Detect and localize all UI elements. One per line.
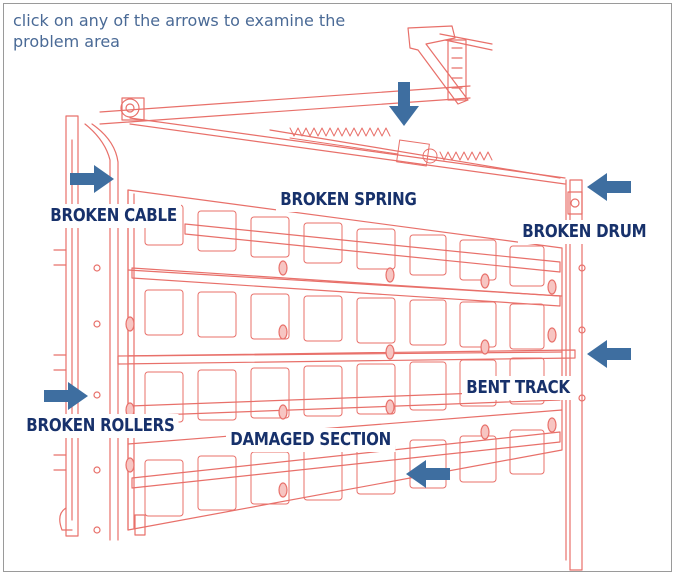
label-damaged-section: DAMAGED SECTION [226, 428, 396, 452]
arrow-right-icon[interactable] [70, 165, 114, 193]
label-broken-drum: BROKEN DRUM [518, 220, 651, 244]
torsion-tube [99, 85, 566, 185]
panel-grid [144, 204, 545, 517]
hinges [125, 260, 557, 498]
rollers [93, 264, 586, 536]
diagram-frame [3, 3, 672, 572]
arrow-left-icon[interactable] [587, 340, 631, 368]
label-broken-cable: BROKEN CABLE [46, 204, 182, 228]
label-broken-spring: BROKEN SPRING [276, 188, 421, 212]
label-broken-rollers: BROKEN ROLLERS [22, 414, 179, 438]
door-panels [127, 189, 563, 531]
opener-bracket [407, 25, 493, 105]
arrow-right-icon[interactable] [44, 382, 88, 410]
torsion-spring [289, 127, 493, 167]
arrow-left-icon[interactable] [587, 173, 631, 201]
left-drum [84, 97, 145, 541]
label-bent-track: BENT TRACK [462, 376, 575, 400]
arrow-down-icon[interactable] [389, 82, 419, 126]
left-jamb [53, 115, 79, 537]
instruction-text: click on any of the arrows to examine th… [13, 11, 346, 51]
arrow-left-icon[interactable] [406, 460, 450, 488]
